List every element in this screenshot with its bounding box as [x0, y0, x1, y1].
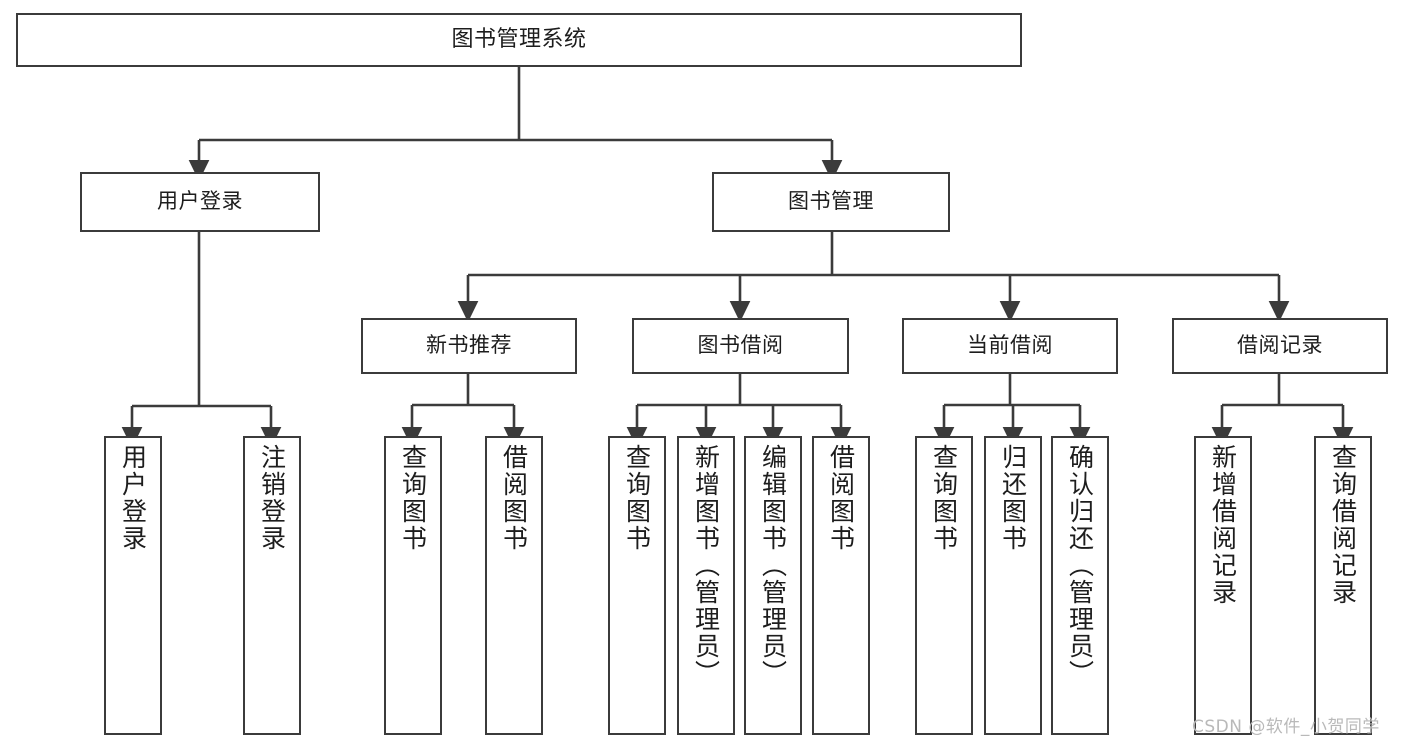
leaf-user-login[interactable]: 用户登录	[104, 436, 162, 735]
node-book-borrow[interactable]: 图书借阅	[632, 318, 849, 374]
node-label: 借阅图书	[826, 444, 856, 552]
node-label: 图书借阅	[697, 333, 784, 358]
node-label: 查询借阅记录	[1328, 444, 1358, 606]
node-borrow-record[interactable]: 借阅记录	[1172, 318, 1388, 374]
leaf-logout[interactable]: 注销登录	[243, 436, 301, 735]
node-new-book-recommend[interactable]: 新书推荐	[361, 318, 577, 374]
leaf-query-book-borrow[interactable]: 查询图书	[608, 436, 666, 735]
node-label: 借阅图书	[499, 444, 529, 552]
leaf-edit-book-admin[interactable]: 编辑图书（管理员）	[744, 436, 802, 735]
node-label: 新增借阅记录	[1208, 444, 1238, 606]
leaf-confirm-return-admin[interactable]: 确认归还（管理员）	[1051, 436, 1109, 735]
node-label: 查询图书	[622, 444, 652, 552]
node-label: 查询图书	[929, 444, 959, 552]
leaf-add-book-admin[interactable]: 新增图书（管理员）	[677, 436, 735, 735]
leaf-add-borrow-record[interactable]: 新增借阅记录	[1194, 436, 1252, 735]
node-label: 图书管理系统	[451, 27, 587, 53]
leaf-borrow-book[interactable]: 借阅图书	[812, 436, 870, 735]
csdn-watermark: CSDN @软件_小贺同学	[1192, 717, 1380, 737]
node-label: 图书管理	[788, 189, 874, 214]
leaf-query-book-current[interactable]: 查询图书	[915, 436, 973, 735]
node-label: 新书推荐	[426, 333, 512, 358]
node-user-login[interactable]: 用户登录	[80, 172, 320, 232]
leaf-borrow-book-recommend[interactable]: 借阅图书	[485, 436, 543, 735]
node-label: 归还图书	[998, 444, 1028, 552]
node-label: 借阅记录	[1237, 333, 1323, 358]
node-label: 新增图书（管理员）	[691, 444, 721, 687]
leaf-return-book[interactable]: 归还图书	[984, 436, 1042, 735]
node-label: 注销登录	[257, 444, 287, 552]
node-book-management[interactable]: 图书管理	[712, 172, 950, 232]
node-label: 查询图书	[398, 444, 428, 552]
leaf-query-book-recommend[interactable]: 查询图书	[384, 436, 442, 735]
node-label: 确认归还（管理员）	[1065, 444, 1095, 687]
node-label: 编辑图书（管理员）	[758, 444, 788, 687]
leaf-query-borrow-record[interactable]: 查询借阅记录	[1314, 436, 1372, 735]
node-label: 用户登录	[157, 189, 243, 214]
node-label: 用户登录	[118, 444, 148, 552]
node-current-borrow[interactable]: 当前借阅	[902, 318, 1118, 374]
node-label: 当前借阅	[967, 333, 1053, 358]
node-root-book-management-system[interactable]: 图书管理系统	[16, 13, 1022, 67]
